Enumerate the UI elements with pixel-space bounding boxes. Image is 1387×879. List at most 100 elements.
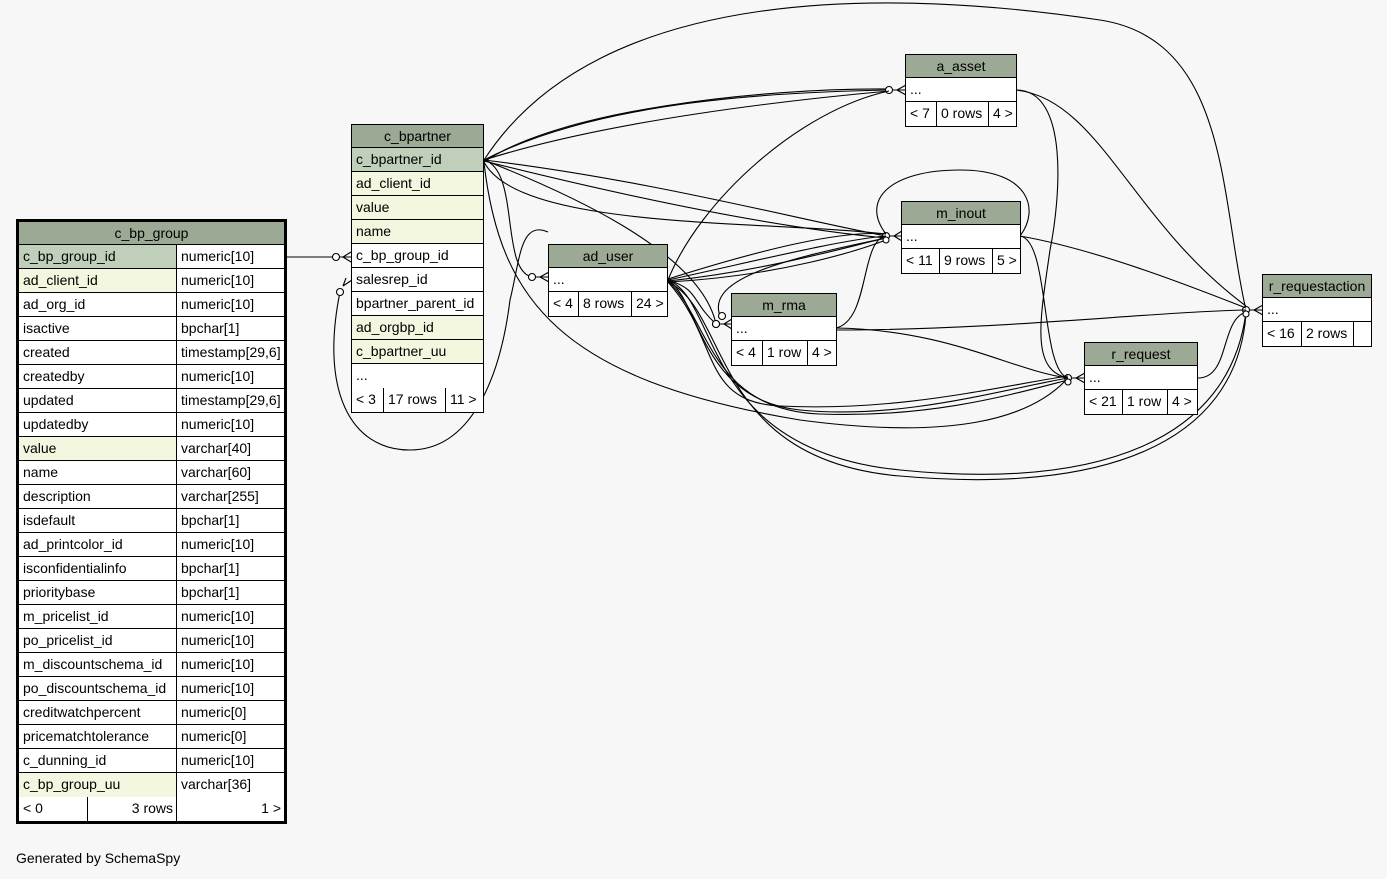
parents-link[interactable]: < 16 (1267, 325, 1295, 341)
edge-bpartner-inout-3 (483, 161, 887, 235)
table-title[interactable]: m_rma (732, 294, 836, 317)
column-type: numeric[10] (176, 245, 284, 268)
children-link[interactable]: 11 > (445, 388, 483, 412)
parents-link[interactable]: < 0 (23, 800, 43, 816)
edge-inout-requestaction (1019, 235, 1247, 309)
children-link[interactable] (1353, 322, 1371, 346)
parents-link[interactable]: < 21 (1089, 393, 1117, 409)
table-title[interactable]: c_bpartner (352, 125, 483, 148)
edge-aduser-requestaction (667, 279, 1247, 475)
table-title[interactable]: ad_user (549, 245, 667, 268)
table-ad-user[interactable]: ad_user ... < 4 8 rows 24 > (548, 244, 668, 317)
table-footer: < 4 8 rows 24 > (549, 292, 667, 316)
table-footer: < 11 9 rows 5 > (902, 249, 1020, 273)
column-ellipsis: ... (1085, 366, 1197, 390)
column-type: numeric[10] (176, 749, 284, 772)
children-link[interactable]: 4 > (988, 102, 1016, 126)
column-name: c_bp_group_id (356, 247, 449, 263)
children-link[interactable]: 5 > (992, 249, 1020, 273)
column-row[interactable]: c_bpartner_id (352, 148, 483, 172)
parents-link[interactable]: < 11 (906, 252, 933, 268)
parents-link[interactable]: < 4 (736, 344, 756, 360)
table-m-inout[interactable]: m_inout ... < 11 9 rows 5 > (901, 201, 1021, 274)
edge-end-circle (884, 85, 894, 95)
table-title[interactable]: r_request (1085, 343, 1197, 366)
children-link[interactable]: 1 > (176, 797, 284, 821)
column-name: name (352, 220, 483, 243)
parents-link[interactable]: < 7 (910, 105, 930, 121)
table-r-request[interactable]: r_request ... < 21 1 row 4 > (1084, 342, 1198, 415)
parents-link[interactable]: < 4 (553, 295, 573, 311)
row-count: 0 rows (936, 102, 988, 126)
column-row[interactable]: c_bpartner_uu (352, 340, 483, 364)
children-link[interactable]: 24 > (631, 292, 667, 316)
edge-bpartner-asset-3 (483, 88, 890, 163)
column-row[interactable]: name (352, 220, 483, 244)
edge-crowfoot (342, 277, 353, 287)
table-title[interactable]: r_requestaction (1263, 275, 1371, 298)
edge-bpartner-asset (483, 89, 890, 161)
edge-request-requestaction (1197, 311, 1247, 379)
column-name: createdby (23, 368, 85, 384)
column-name: updated (23, 392, 74, 408)
table-title[interactable]: c_bp_group (19, 222, 284, 245)
column-row[interactable]: ad_orgbp_id (352, 316, 483, 340)
column-row[interactable]: salesrep_id (352, 268, 483, 292)
table-footer: < 21 1 row 4 > (1085, 390, 1197, 414)
edge-bpartner-aduser (483, 159, 533, 278)
column-type: numeric[0] (176, 725, 284, 748)
column-name: c_bpartner_id (352, 148, 483, 171)
edge-aduser-inout (667, 235, 887, 281)
column-row[interactable]: ad_client_id (352, 172, 483, 196)
column-row[interactable]: c_bp_group_id (352, 244, 483, 268)
edge-crowfoot (1072, 372, 1086, 384)
table-a-asset[interactable]: a_asset ... < 7 0 rows 4 > (905, 54, 1017, 127)
edge-end-circle (717, 311, 727, 321)
column-row[interactable]: ... (352, 364, 483, 388)
column-type: numeric[10] (176, 605, 284, 628)
table-r-requestaction[interactable]: r_requestaction ... < 16 2 rows (1262, 274, 1372, 347)
children-link[interactable]: 4 > (1167, 390, 1197, 414)
edge-end-circle (711, 319, 721, 329)
edge-crowfoot (890, 230, 903, 242)
column-name: updatedby (23, 416, 89, 432)
table-title[interactable]: m_inout (902, 202, 1020, 225)
column-name: po_pricelist_id (23, 632, 113, 648)
children-link[interactable]: 4 > (807, 341, 836, 365)
column-name: pricematchtolerance (23, 728, 150, 744)
table-footer: < 0 3 rows 1 > (19, 797, 284, 821)
table-m-rma[interactable]: m_rma ... < 4 1 row 4 > (731, 293, 837, 366)
column-row[interactable]: pricematchtolerance numeric[0] (19, 725, 284, 749)
parents-link[interactable]: < 3 (356, 391, 376, 407)
column-row[interactable]: value (352, 196, 483, 220)
column-name: bpartner_parent_id (356, 295, 475, 311)
edge-rma-request (835, 327, 1069, 379)
column-row[interactable]: bpartner_parent_id (352, 292, 483, 316)
table-title[interactable]: a_asset (906, 55, 1016, 78)
